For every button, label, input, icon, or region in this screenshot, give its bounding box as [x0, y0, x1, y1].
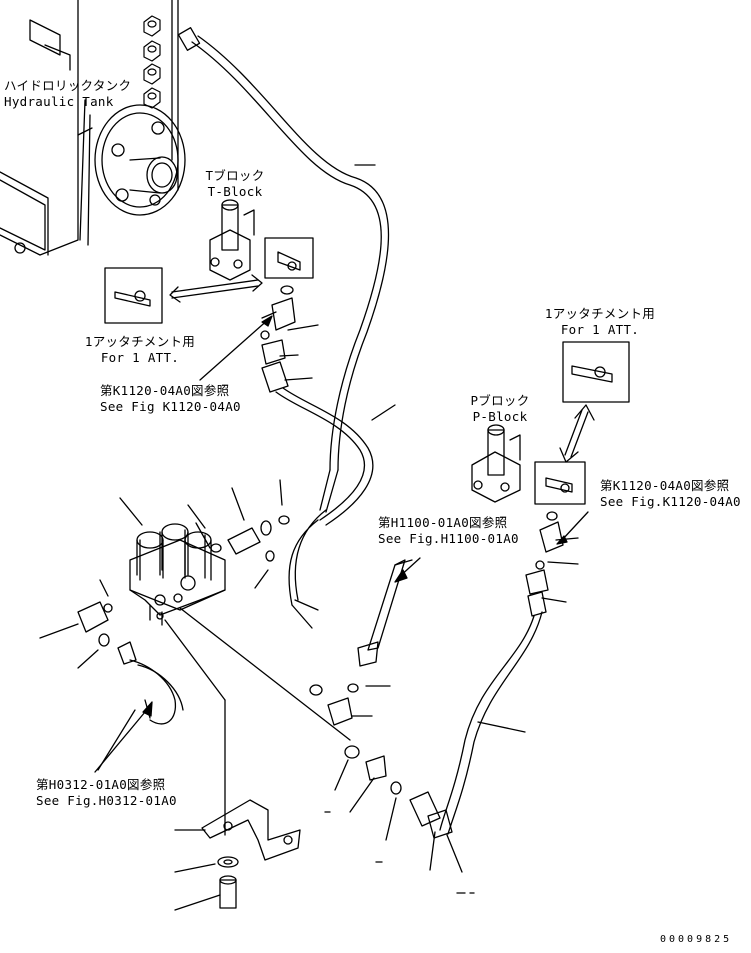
return-hose [177, 27, 390, 513]
manifold-valve [119, 497, 226, 626]
right-hose [409, 611, 543, 894]
hydraulic-tank [0, 0, 186, 256]
label-pblock-en: P-Block [472, 409, 528, 424]
leader-lines [97, 607, 351, 836]
label-ref-k1120-left-en: See Fig K1120-04A0 [100, 399, 241, 414]
label-att1-right-jp: 1アッタチメント用 [544, 306, 656, 321]
t-block [209, 199, 255, 281]
middle-fittings [309, 683, 402, 863]
hose-h1100 [357, 559, 413, 667]
drawing-number: 00009825 [660, 934, 733, 945]
double-arrow-right [559, 404, 595, 463]
label-ref-k1120-right-jp: 第K1120-04A0図参照 [600, 478, 730, 493]
label-ref-h0312-jp: 第H0312-01A0図参照 [36, 777, 166, 792]
p-block [471, 341, 630, 505]
label-tblock-en: T-Block [207, 184, 263, 199]
label-att1-left-en: For 1 ATT. [100, 350, 180, 365]
label-ref-h1100-jp: 第H1100-01A0図参照 [378, 515, 508, 530]
label-tank-jp: ハイドロリックタンク [4, 78, 132, 93]
label-tblock-jp: Tブロック [205, 168, 265, 183]
label-ref-k1120-right-en: See Fig.K1120-04A0 [600, 494, 741, 509]
double-arrow [169, 274, 263, 303]
label-ref-h1100-en: See Fig.H1100-01A0 [378, 531, 519, 546]
label-att1-left-jp: 1アッタチメント用 [84, 334, 196, 349]
label-pblock-jp: Pブロック [470, 393, 530, 408]
fittings-column [260, 285, 319, 393]
label-ref-k1120-left-jp: 第K1120-04A0図参照 [100, 383, 230, 398]
inset-fitting-box [104, 237, 314, 324]
hose-2 [275, 387, 396, 629]
reference-leaders [94, 315, 589, 773]
left-fittings [39, 579, 184, 725]
label-tank-en: Hydraulic Tank [4, 94, 114, 109]
label-att1-right-en: For 1 ATT. [560, 322, 640, 337]
manifold-fittings [210, 479, 290, 589]
label-ref-h0312-en: See Fig.H0312-01A0 [36, 793, 177, 808]
right-fittings [525, 511, 579, 617]
bracket [174, 799, 301, 911]
